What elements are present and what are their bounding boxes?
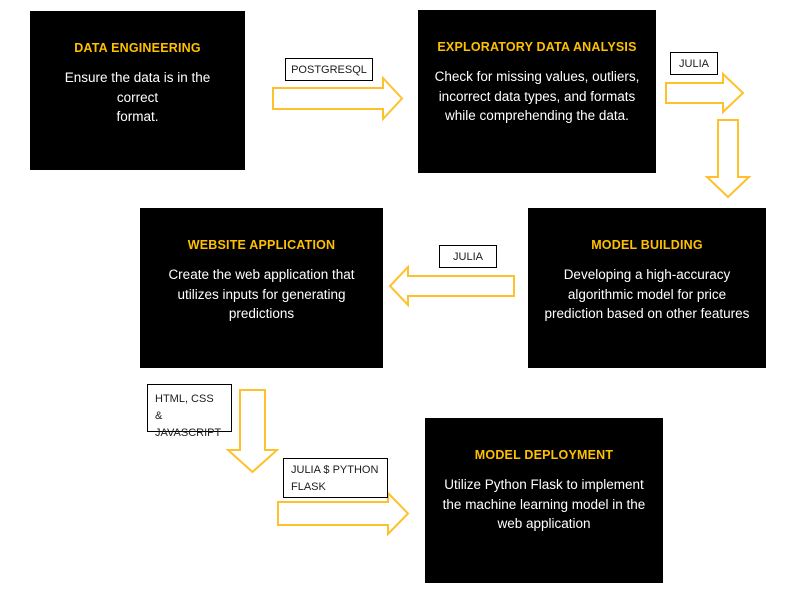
julia-mid-connector-label: JULIA (439, 245, 497, 268)
model-deployment-body: Utilize Python Flask to implement the ma… (442, 477, 646, 532)
arrow-left-julia-mid-icon (388, 264, 515, 308)
exploratory-data-analysis-body: Check for missing values, outliers, inco… (434, 69, 640, 124)
julia-top-connector-label: JULIA (670, 52, 718, 75)
julia-python-flask-connector-label: JULIA $ PYTHON FLASK (283, 458, 388, 498)
model-building-body: Developing a high-accuracy algorithmic m… (544, 267, 750, 322)
website-application-body: Create the web application that utilizes… (168, 267, 355, 322)
website-application-title: WEBSITE APPLICATION (187, 238, 336, 252)
exploratory-data-analysis-title: EXPLORATORY DATA ANALYSIS (437, 40, 637, 54)
arrow-right-postgresql-icon (272, 75, 404, 122)
arrow-down-html-css-js-icon (225, 389, 280, 474)
arrow-down-to-model-building-icon (704, 119, 752, 199)
data-engineering-body: Ensure the data is in the correct format… (64, 70, 211, 125)
model-deployment-box: MODEL DEPLOYMENT Utilize Python Flask to… (425, 418, 663, 583)
exploratory-data-analysis-box: EXPLORATORY DATA ANALYSIS Check for miss… (418, 10, 656, 173)
arrow-right-to-model-deployment-icon (277, 490, 410, 537)
model-deployment-title: MODEL DEPLOYMENT (474, 448, 614, 462)
model-building-box: MODEL BUILDING Developing a high-accurac… (528, 208, 766, 368)
html-css-javascript-connector-label: HTML, CSS & JAVASCRIPT (147, 384, 232, 439)
model-building-title: MODEL BUILDING (591, 238, 703, 252)
data-engineering-box: DATA ENGINEERING Ensure the data is in t… (30, 11, 245, 170)
website-application-box: WEBSITE APPLICATION Create the web appli… (140, 208, 383, 368)
postgresql-connector-label: POSTGRESQL (285, 58, 373, 81)
arrow-right-julia-top-icon (665, 71, 745, 115)
data-engineering-title: DATA ENGINEERING (74, 41, 201, 55)
